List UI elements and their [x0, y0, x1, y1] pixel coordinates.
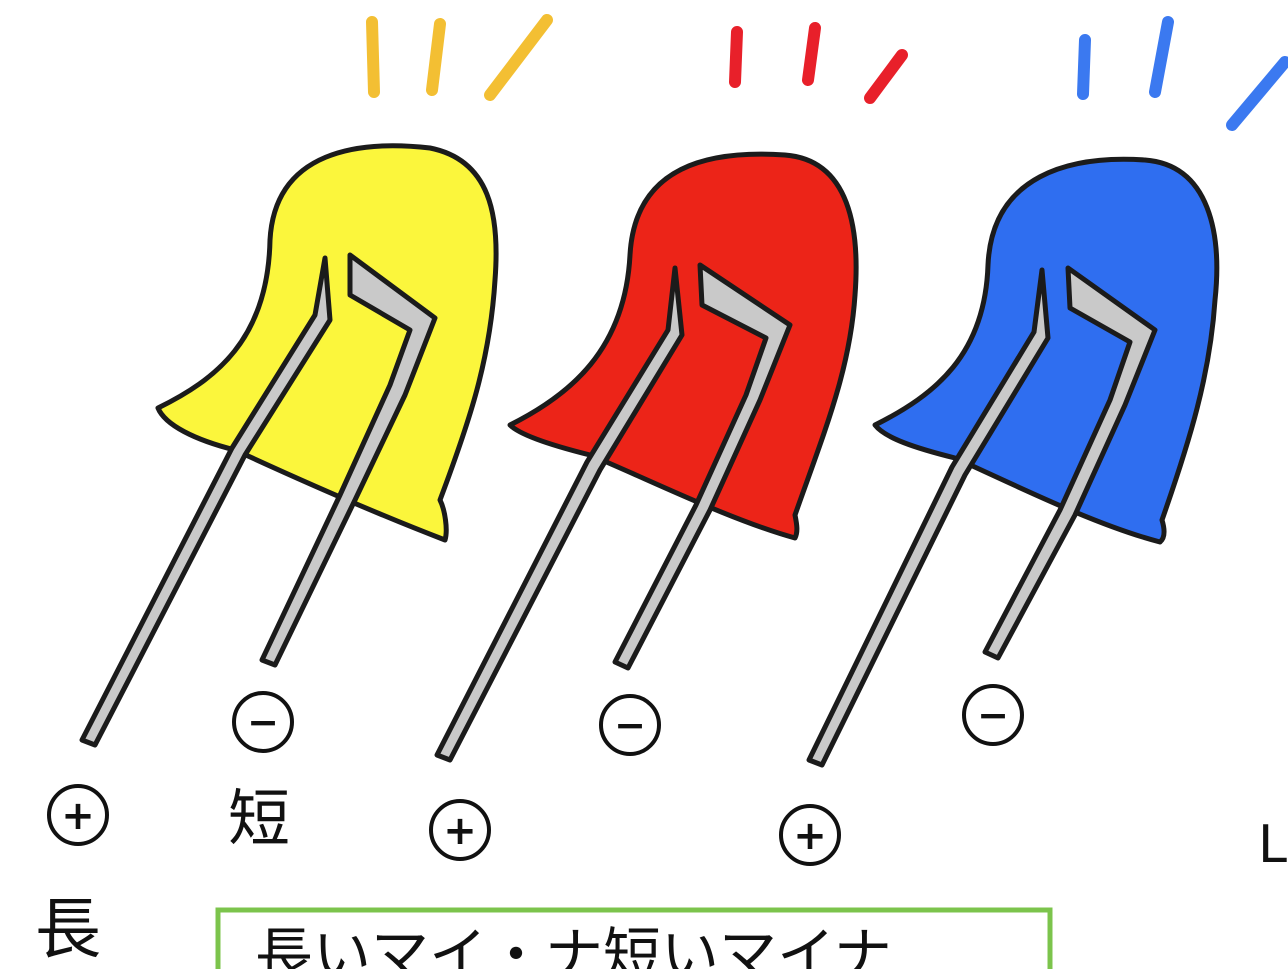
- caption-text: 長いマイ・ナ短いマイナ: [255, 921, 892, 969]
- polarity-symbol-cathode-blue: −: [964, 686, 1022, 744]
- cathode-symbol-blue: −: [977, 693, 1009, 737]
- glow-rays-red: [735, 28, 902, 98]
- polarity-symbol-anode-red: +: [431, 801, 489, 859]
- led-red: [437, 28, 902, 760]
- cathode-symbol-yellow: −: [247, 700, 279, 744]
- cathode-symbol-red: −: [614, 703, 646, 747]
- glow-rays-blue: [1083, 22, 1285, 125]
- polarity-symbol-anode-blue: +: [781, 806, 839, 864]
- led-body-red: [510, 154, 856, 538]
- caption-box: 長いマイ・ナ短いマイナ: [218, 910, 1050, 969]
- led-yellow: [82, 20, 547, 745]
- anode-symbol-red: +: [443, 808, 477, 854]
- polarity-symbol-cathode-yellow: −: [234, 693, 292, 751]
- polarity-symbol-cathode-red: −: [601, 696, 659, 754]
- polarity-symbol-anode-yellow: +: [49, 786, 107, 844]
- led-body-blue: [875, 159, 1217, 542]
- anode-length-label: 長: [35, 891, 101, 968]
- led-blue: [809, 22, 1285, 765]
- glow-rays-yellow: [372, 20, 547, 95]
- edge-mark: L: [1258, 815, 1287, 875]
- led-body-yellow: [158, 146, 496, 540]
- cathode-length-label: 短: [228, 782, 290, 855]
- anode-symbol-blue: +: [793, 813, 827, 859]
- anode-symbol-yellow: +: [61, 793, 95, 839]
